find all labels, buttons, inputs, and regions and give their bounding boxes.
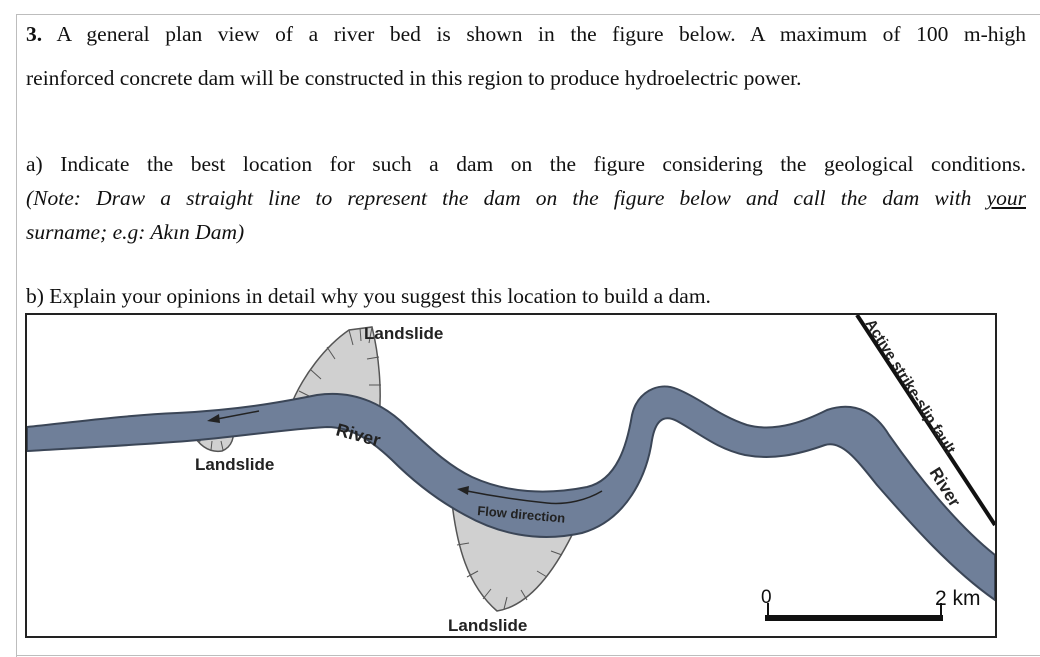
landslide-bottom-label: Landslide xyxy=(448,616,527,635)
part-a-line-3: surname; e.g: Akın Dam) xyxy=(26,220,245,244)
question-number: 3. xyxy=(26,22,43,46)
part-a-line-1: a) Indicate the best location for such a… xyxy=(26,152,1026,176)
flow-arrow-center xyxy=(457,486,603,505)
fault-line xyxy=(855,315,995,527)
question-line-2: reinforced concrete dam will be construc… xyxy=(26,66,802,90)
flow-arrow-left xyxy=(207,410,260,423)
landslide-left-label: Landslide xyxy=(195,455,274,474)
part-a-line-2: (Note: Draw a straight line to represent… xyxy=(26,178,1026,218)
river-map: Landslide Landslide Landslide River Flow… xyxy=(27,315,995,635)
question-line-1: 3. A general plan view of a river bed is… xyxy=(26,14,1026,54)
question-frame xyxy=(16,14,1040,657)
landslide-bottom-ticks xyxy=(456,542,563,610)
landslide-top-ticks xyxy=(298,326,381,398)
part-b-line: b) Explain your opinions in detail why y… xyxy=(26,284,711,308)
landslide-top-label: Landslide xyxy=(364,324,443,343)
part-a-note: (Note: Draw a straight line to represent… xyxy=(26,186,972,210)
river-plan-figure: Landslide Landslide Landslide River Flow… xyxy=(25,313,997,638)
scale-start-label: 0 xyxy=(761,587,772,608)
question-text-1: A general plan view of a river bed is sh… xyxy=(56,22,1026,46)
scale-end-label: 2 km xyxy=(935,587,981,610)
river-shape xyxy=(27,385,995,602)
bottom-rule xyxy=(16,655,1040,656)
part-a-underlined-word: your xyxy=(986,186,1026,210)
